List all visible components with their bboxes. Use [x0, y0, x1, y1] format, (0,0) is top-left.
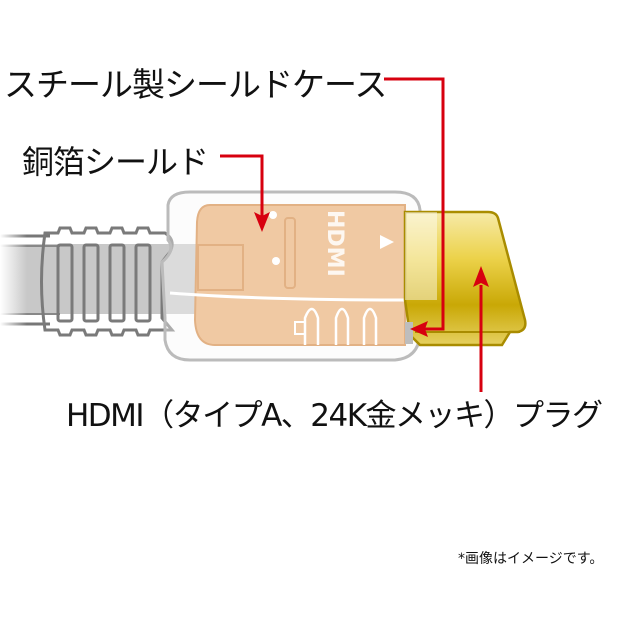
arrowheads — [254, 212, 489, 337]
leader-lines — [220, 77, 483, 392]
leader-steel-case — [384, 77, 445, 331]
arrowhead-left-icon — [410, 321, 428, 337]
strain-relief — [40, 226, 176, 337]
leader-copper-foil — [220, 154, 264, 220]
arrowhead-down-icon — [254, 212, 270, 232]
image-disclaimer-note: *画像はイメージです。 — [458, 551, 604, 567]
label-hdmi-plug: HDMI（タイプA、24K金メッキ）プラグ — [66, 398, 603, 434]
copper-foil-shield: HDMI — [169, 204, 406, 346]
label-copper-foil-shield: 銅箔シールド — [22, 143, 209, 181]
label-steel-shield-case: スチール製シールドケース — [4, 65, 387, 104]
gold-plated-plug — [403, 210, 527, 347]
arrowhead-up-icon — [473, 266, 489, 287]
hdmi-logo: HDMI — [322, 210, 347, 277]
